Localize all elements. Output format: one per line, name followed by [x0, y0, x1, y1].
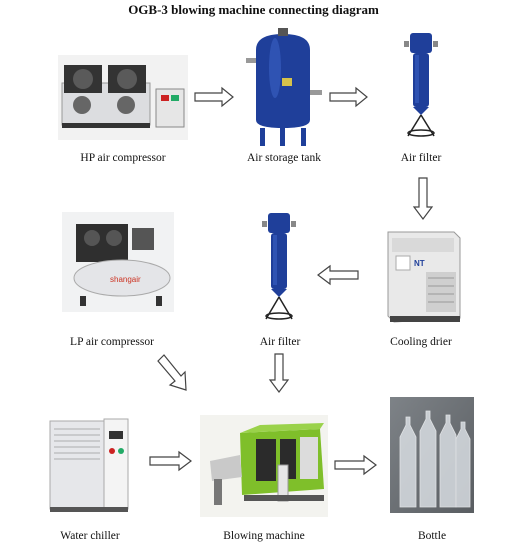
arrow-tank-to-filter [329, 86, 368, 108]
air-filter-top-label: Air filter [400, 152, 442, 164]
bottle-image [390, 397, 474, 513]
storage-tank-image [242, 28, 324, 148]
arrow-filter-to-drier [412, 177, 434, 220]
hp-compressor-label: HP air compressor [80, 152, 166, 164]
cooling-drier-brand: NT [414, 259, 425, 268]
arrow-machine-to-bottle [334, 454, 377, 476]
lp-compressor-brand: shangair [110, 275, 141, 284]
lp-compressor-image: shangair [62, 212, 174, 312]
arrow-drier-to-filter [317, 264, 359, 286]
storage-tank-label: Air storage tank [246, 152, 322, 164]
hp-compressor-image [58, 55, 188, 140]
cooling-drier-image: NT [382, 228, 462, 326]
bottle-label: Bottle [417, 530, 447, 542]
water-chiller-label: Water chiller [60, 530, 120, 542]
air-filter-top-image [404, 33, 438, 138]
arrow-filter-to-machine [268, 353, 290, 393]
arrow-lp-to-machine [157, 354, 187, 391]
air-filter-mid-label: Air filter [259, 336, 301, 348]
arrow-hp-to-tank [194, 86, 234, 108]
lp-compressor-label: LP air compressor [70, 336, 154, 348]
diagram-title: OGB-3 blowing machine connecting diagram [128, 2, 379, 17]
cooling-drier-label: Cooling drier [390, 336, 452, 348]
air-filter-mid-image [262, 213, 296, 321]
water-chiller-image [46, 415, 131, 515]
blowing-machine-label: Blowing machine [223, 530, 305, 542]
blowing-machine-image [200, 415, 328, 517]
arrow-chiller-to-machine [149, 450, 192, 472]
